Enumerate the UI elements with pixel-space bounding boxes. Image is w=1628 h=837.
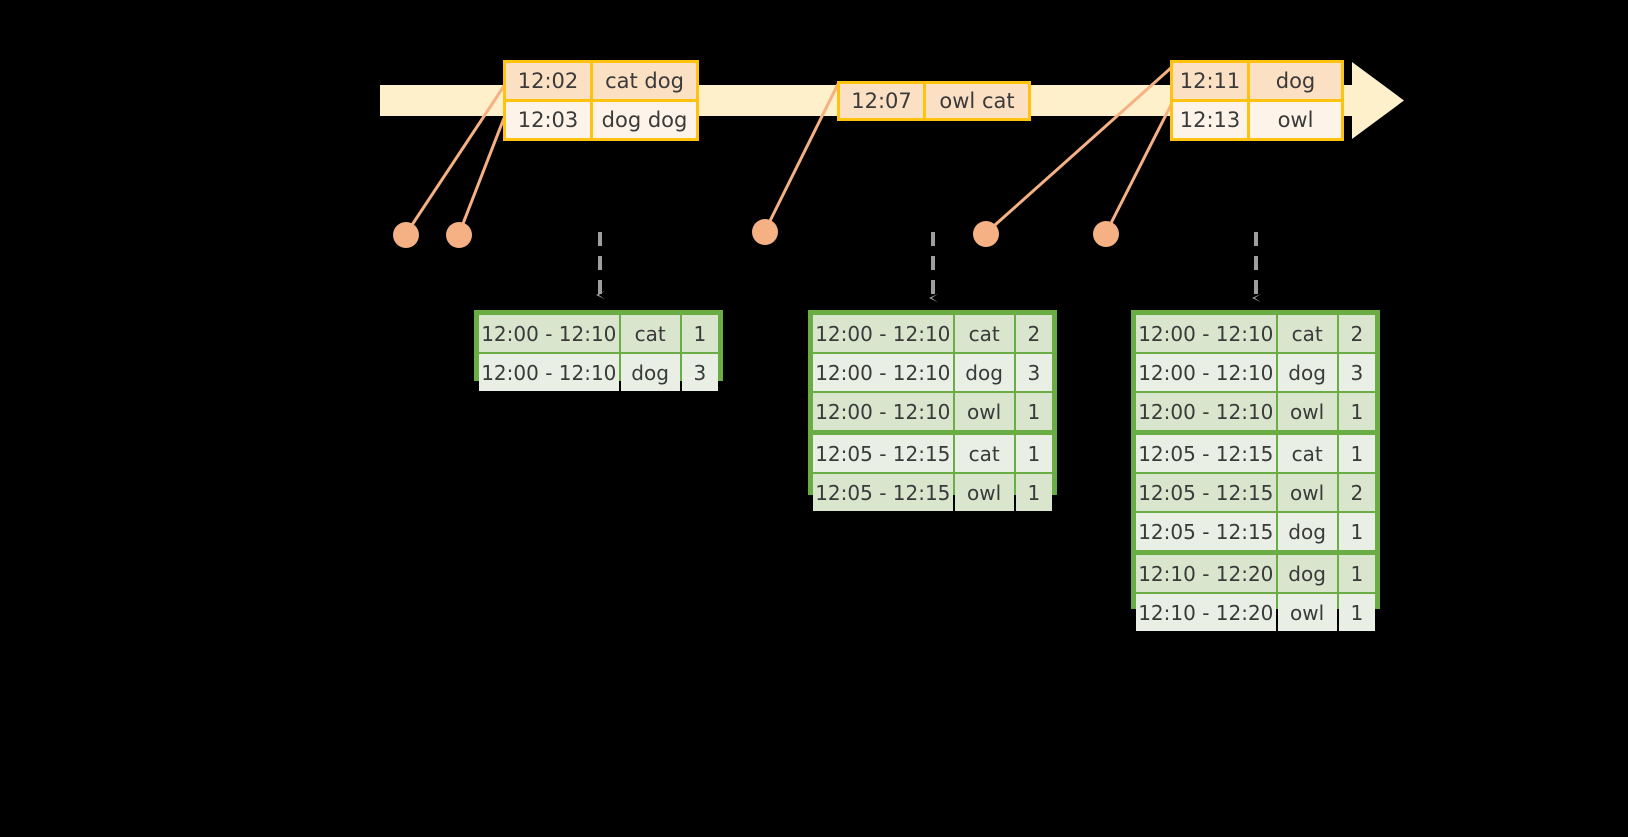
count-cell: 3 bbox=[1338, 354, 1375, 391]
event-time: 12:02 bbox=[506, 63, 593, 99]
key-cell: dog bbox=[1277, 555, 1337, 592]
count-cell: 1 bbox=[681, 315, 718, 352]
key-cell: dog bbox=[1277, 513, 1337, 550]
table-row: 12:05 - 12:15 cat 1 bbox=[1135, 431, 1376, 473]
count-cell: 2 bbox=[1338, 315, 1375, 352]
connector-dot-5 bbox=[1093, 221, 1119, 247]
table-row: 12:10 - 12:20 dog 1 bbox=[1135, 551, 1376, 593]
event-row: 12:02 cat dog bbox=[506, 63, 696, 99]
count-cell: 3 bbox=[1015, 354, 1052, 391]
window-cell: 12:00 - 12:10 bbox=[813, 354, 953, 391]
table-row: 12:05 - 12:15 owl 2 bbox=[1135, 473, 1376, 512]
key-cell: cat bbox=[1277, 435, 1337, 472]
table-row: 12:00 - 12:10 dog 3 bbox=[1135, 353, 1376, 392]
table-row: 12:05 - 12:15 dog 1 bbox=[1135, 512, 1376, 551]
window-cell: 12:00 - 12:10 bbox=[813, 393, 953, 430]
table-row: 12:00 - 12:10 dog 3 bbox=[812, 353, 1053, 392]
event-box-1: 12:02 cat dog 12:03 dog dog bbox=[503, 60, 699, 141]
count-cell: 3 bbox=[681, 354, 718, 391]
key-cell: owl bbox=[1277, 474, 1337, 511]
result-table-2: 12:00 - 12:10 cat 2 12:00 - 12:10 dog 3 … bbox=[808, 310, 1057, 511]
event-words: owl bbox=[1250, 102, 1341, 138]
key-cell: dog bbox=[620, 354, 680, 391]
connector-dot-1 bbox=[393, 222, 419, 248]
window-cell: 12:05 - 12:15 bbox=[813, 474, 953, 511]
key-cell: owl bbox=[1277, 594, 1337, 631]
key-cell: cat bbox=[954, 315, 1014, 352]
key-cell: owl bbox=[954, 474, 1014, 511]
result-table-3: 12:00 - 12:10 cat 2 12:00 - 12:10 dog 3 … bbox=[1131, 310, 1380, 631]
key-cell: cat bbox=[954, 435, 1014, 472]
event-box-2: 12:07 owl cat bbox=[837, 81, 1031, 121]
window-cell: 12:05 - 12:15 bbox=[1136, 513, 1276, 550]
window-cell: 12:00 - 12:10 bbox=[813, 315, 953, 352]
table-row: 12:00 - 12:10 cat 2 bbox=[1135, 314, 1376, 353]
event-row: 12:11 dog bbox=[1173, 63, 1341, 99]
event-row: 12:03 dog dog bbox=[506, 99, 696, 138]
count-cell: 1 bbox=[1338, 435, 1375, 472]
event-words: owl cat bbox=[926, 84, 1028, 118]
table-row: 12:00 - 12:10 owl 1 bbox=[812, 392, 1053, 431]
event-row: 12:13 owl bbox=[1173, 99, 1341, 138]
window-cell: 12:10 - 12:20 bbox=[1136, 555, 1276, 592]
count-cell: 1 bbox=[1338, 594, 1375, 631]
event-row: 12:07 owl cat bbox=[840, 84, 1028, 118]
event-time: 12:03 bbox=[506, 102, 593, 138]
count-cell: 1 bbox=[1338, 555, 1375, 592]
count-cell: 1 bbox=[1015, 435, 1052, 472]
connector-dot-4 bbox=[973, 221, 999, 247]
window-cell: 12:10 - 12:20 bbox=[1136, 594, 1276, 631]
key-cell: owl bbox=[1277, 393, 1337, 430]
event-words: dog bbox=[1250, 63, 1341, 99]
event-time: 12:13 bbox=[1173, 102, 1250, 138]
count-cell: 1 bbox=[1338, 393, 1375, 430]
key-cell: dog bbox=[954, 354, 1014, 391]
event-words: dog dog bbox=[593, 102, 696, 138]
window-cell: 12:05 - 12:15 bbox=[1136, 474, 1276, 511]
event-box-3: 12:11 dog 12:13 owl bbox=[1170, 60, 1344, 141]
event-time: 12:07 bbox=[840, 84, 926, 118]
event-time: 12:11 bbox=[1173, 63, 1250, 99]
result-table-1: 12:00 - 12:10 cat 1 12:00 - 12:10 dog 3 bbox=[474, 310, 723, 391]
table-row: 12:00 - 12:10 dog 3 bbox=[478, 353, 719, 392]
count-cell: 1 bbox=[1338, 513, 1375, 550]
key-cell: owl bbox=[954, 393, 1014, 430]
count-cell: 1 bbox=[1015, 474, 1052, 511]
window-cell: 12:00 - 12:10 bbox=[479, 354, 619, 391]
count-cell: 2 bbox=[1338, 474, 1375, 511]
connector-dot-2 bbox=[446, 222, 472, 248]
window-cell: 12:00 - 12:10 bbox=[479, 315, 619, 352]
key-cell: cat bbox=[620, 315, 680, 352]
window-cell: 12:00 - 12:10 bbox=[1136, 393, 1276, 430]
event-words: cat dog bbox=[593, 63, 696, 99]
count-cell: 1 bbox=[1015, 393, 1052, 430]
table-row: 12:00 - 12:10 owl 1 bbox=[1135, 392, 1376, 431]
key-cell: dog bbox=[1277, 354, 1337, 391]
window-cell: 12:05 - 12:15 bbox=[1136, 435, 1276, 472]
table-row: 12:05 - 12:15 owl 1 bbox=[812, 473, 1053, 512]
window-cell: 12:00 - 12:10 bbox=[1136, 354, 1276, 391]
window-cell: 12:00 - 12:10 bbox=[1136, 315, 1276, 352]
table-row: 12:05 - 12:15 cat 1 bbox=[812, 431, 1053, 473]
table-row: 12:00 - 12:10 cat 1 bbox=[478, 314, 719, 353]
table-row: 12:00 - 12:10 cat 2 bbox=[812, 314, 1053, 353]
key-cell: cat bbox=[1277, 315, 1337, 352]
connector-dots bbox=[393, 219, 1119, 248]
dashed-arrows bbox=[596, 232, 1261, 303]
connector-dot-3 bbox=[752, 219, 778, 245]
table-row: 12:10 - 12:20 owl 1 bbox=[1135, 593, 1376, 632]
window-cell: 12:05 - 12:15 bbox=[813, 435, 953, 472]
count-cell: 2 bbox=[1015, 315, 1052, 352]
